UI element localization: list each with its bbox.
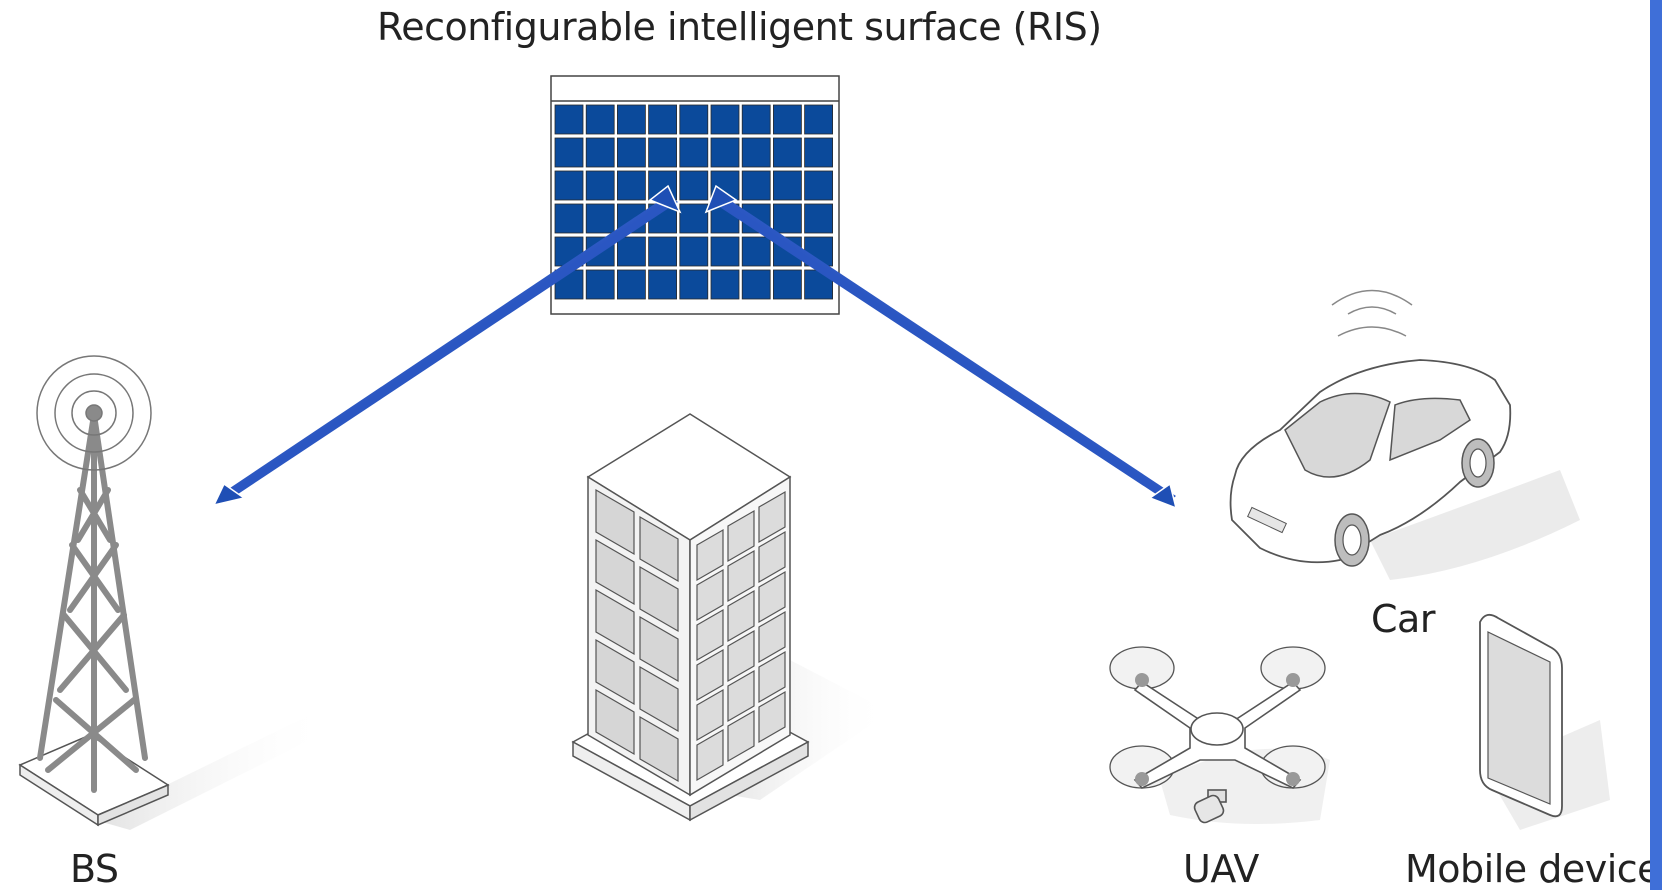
ris-element xyxy=(679,104,709,135)
building-window xyxy=(639,515,679,583)
building-icon xyxy=(571,413,890,822)
ris-element xyxy=(585,104,615,135)
ris-element xyxy=(617,236,646,267)
ris-element xyxy=(554,236,584,267)
ris-element-grid xyxy=(554,104,833,300)
ris-element xyxy=(741,170,771,201)
ris-element xyxy=(679,269,709,300)
label-mobile-device: Mobile device xyxy=(1405,847,1661,891)
building-window xyxy=(595,688,635,756)
ris-element xyxy=(804,137,833,168)
ris-element xyxy=(773,104,802,135)
building-window xyxy=(639,565,679,633)
building-window xyxy=(639,715,679,783)
building-window xyxy=(727,629,755,683)
label-bs: BS xyxy=(70,847,119,891)
ris-element xyxy=(585,170,615,201)
ris-element xyxy=(741,269,771,300)
ris-element xyxy=(617,170,646,201)
ris-element xyxy=(648,104,677,135)
ris-element xyxy=(648,269,677,300)
building-window xyxy=(696,688,724,742)
building-window xyxy=(758,490,786,544)
building-window xyxy=(639,615,679,683)
building-window xyxy=(758,570,786,624)
building-window xyxy=(758,650,786,704)
ris-element xyxy=(804,203,833,234)
ris-element xyxy=(710,104,740,135)
ris-element xyxy=(710,269,740,300)
ris-element xyxy=(741,137,771,168)
beam-to-bs xyxy=(212,184,682,507)
ris-element xyxy=(773,170,802,201)
ris-element xyxy=(710,137,740,168)
building-window xyxy=(595,488,635,556)
ris-element xyxy=(679,137,709,168)
building-windows-right xyxy=(696,490,786,782)
tower-icon xyxy=(18,355,330,830)
building-window xyxy=(696,528,724,582)
ris-element xyxy=(585,269,615,300)
building-window xyxy=(595,538,635,606)
ris-element xyxy=(648,236,677,267)
ris-element xyxy=(804,170,833,201)
ris-element xyxy=(617,104,646,135)
ris-element xyxy=(679,236,709,267)
building-window xyxy=(696,568,724,622)
car-icon xyxy=(1229,289,1580,580)
building-window xyxy=(758,690,786,744)
ris-element xyxy=(773,137,802,168)
beam-to-car xyxy=(704,184,1178,510)
building-window xyxy=(727,589,755,643)
building-window xyxy=(595,588,635,656)
building-window xyxy=(696,648,724,702)
building-window xyxy=(727,669,755,723)
accent-bar xyxy=(1650,0,1662,890)
drone-icon xyxy=(1109,646,1330,824)
ris-element xyxy=(585,203,615,234)
ris-element xyxy=(554,104,584,135)
building-windows-left xyxy=(595,488,679,783)
building-window xyxy=(727,709,755,763)
ris-element xyxy=(585,137,615,168)
ris-element xyxy=(741,236,771,267)
building-window xyxy=(639,665,679,733)
label-car: Car xyxy=(1371,597,1435,641)
building-window xyxy=(758,610,786,664)
label-uav: UAV xyxy=(1183,847,1259,891)
ris-element xyxy=(679,170,709,201)
building-window xyxy=(696,608,724,662)
wifi-signal-icon xyxy=(36,355,152,471)
ris-element xyxy=(617,137,646,168)
ris-element xyxy=(554,170,584,201)
building-window xyxy=(758,530,786,584)
ris-title: Reconfigurable intelligent surface (RIS) xyxy=(377,5,1102,49)
ris-element xyxy=(741,104,771,135)
wifi-signal-icon xyxy=(1331,289,1413,337)
ris-element xyxy=(679,203,709,234)
ris-element xyxy=(710,236,740,267)
ris-element xyxy=(773,269,802,300)
ris-panel xyxy=(550,75,840,315)
ris-element xyxy=(648,137,677,168)
building-window xyxy=(727,509,755,563)
ris-element xyxy=(804,104,833,135)
ris-element xyxy=(554,203,584,234)
ris-element xyxy=(773,203,802,234)
building-window xyxy=(595,638,635,706)
building-window xyxy=(727,549,755,603)
building-window xyxy=(696,728,724,782)
ris-element xyxy=(554,137,584,168)
ris-element xyxy=(617,269,646,300)
phone-icon xyxy=(1479,613,1610,830)
